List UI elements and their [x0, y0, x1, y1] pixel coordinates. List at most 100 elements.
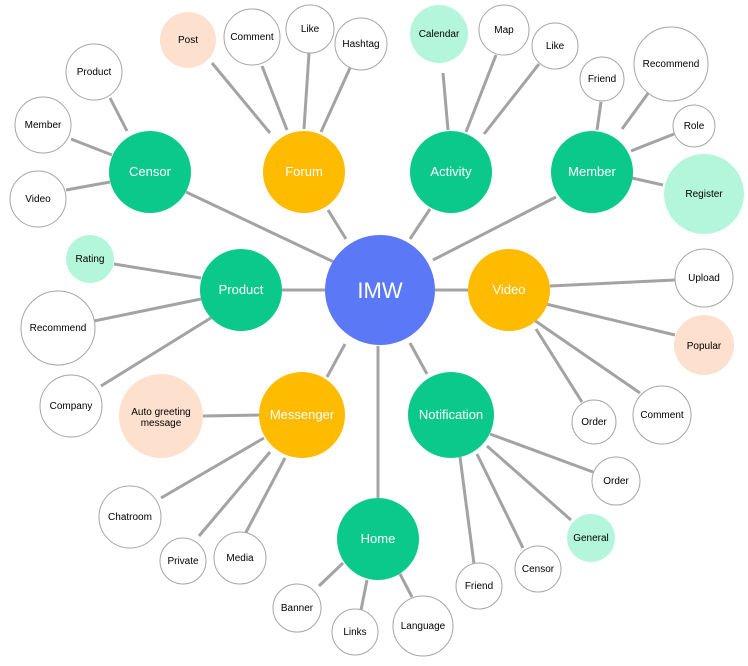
- category-label: Activity: [430, 164, 472, 179]
- leaf-circle: [14, 96, 72, 154]
- category-circle: [259, 372, 345, 458]
- leaf-node-home-links[interactable]: Links: [331, 608, 379, 656]
- edge-video-comment: [533, 318, 641, 395]
- category-circle: [410, 131, 492, 213]
- leaf-node-censor-video[interactable]: Video: [9, 170, 67, 228]
- leaf-label: Product: [77, 67, 112, 78]
- leaf-node-member-recommend[interactable]: Recommend: [633, 26, 709, 102]
- leaf-label: Like: [301, 24, 320, 35]
- leaf-circle: [571, 399, 617, 445]
- category-node-video[interactable]: Video: [468, 249, 550, 331]
- leaf-node-forum-comment[interactable]: Comment: [223, 8, 281, 66]
- category-circle: [408, 372, 494, 458]
- center-node[interactable]: IMW: [325, 235, 435, 345]
- leaf-node-messenger-chatroom[interactable]: Chatroom: [98, 485, 162, 549]
- leaf-node-forum-like[interactable]: Like: [285, 4, 335, 54]
- leaf-circle: [39, 374, 103, 438]
- leaf-node-notification-censor[interactable]: Censor: [514, 545, 562, 593]
- leaf-node-messenger-media[interactable]: Media: [213, 531, 267, 585]
- leaf-node-video-comment[interactable]: Comment: [632, 385, 692, 445]
- category-label: Censor: [129, 164, 172, 179]
- leaf-circle: [213, 531, 267, 585]
- leaf-label: Comment: [230, 32, 274, 43]
- leaf-circle: [567, 514, 615, 562]
- leaf-label: Order: [603, 476, 629, 487]
- leaf-circle: [119, 374, 203, 458]
- leaf-node-forum-post[interactable]: Post: [160, 12, 216, 68]
- leaf-node-notification-friend[interactable]: Friend: [455, 562, 503, 610]
- leaf-node-member-friend[interactable]: Friend: [579, 56, 625, 102]
- edge-messenger-private: [197, 451, 272, 537]
- leaf-node-notification-order[interactable]: Order: [591, 456, 641, 506]
- leaf-node-activity-map[interactable]: Map: [478, 4, 530, 56]
- category-node-member[interactable]: Member: [551, 131, 633, 213]
- leaf-node-notification-general[interactable]: General: [567, 514, 615, 562]
- edge-member-register: [631, 176, 664, 187]
- leaf-node-member-role[interactable]: Role: [672, 104, 716, 148]
- leaf-circle: [478, 4, 530, 56]
- leaf-circle: [632, 385, 692, 445]
- edge-forum-post: [210, 62, 272, 134]
- leaf-node-messenger-autogreeting[interactable]: Auto greeting message: [119, 374, 203, 458]
- leaf-node-member-register[interactable]: Register: [664, 154, 744, 234]
- leaf-node-video-upload[interactable]: Upload: [674, 248, 734, 308]
- category-label: Video: [492, 282, 525, 297]
- leaf-circle: [664, 154, 744, 234]
- leaf-label: Friend: [588, 74, 616, 85]
- edge-product-rating: [113, 262, 202, 280]
- leaf-node-censor-member[interactable]: Member: [14, 96, 72, 154]
- leaf-circle: [591, 456, 641, 506]
- edge-product-company: [100, 314, 215, 388]
- leaf-circle: [331, 608, 379, 656]
- leaf-node-home-banner[interactable]: Banner: [272, 583, 322, 633]
- edge-home-language: [398, 573, 414, 598]
- edge-censor-video: [65, 180, 111, 192]
- edge-home-banner: [317, 561, 345, 588]
- edge-activity-like: [482, 63, 541, 135]
- leaf-label: Banner: [281, 603, 314, 614]
- category-node-messenger[interactable]: Messenger: [259, 372, 345, 458]
- edge-home-links: [359, 579, 369, 611]
- leaf-label: Post: [178, 35, 198, 46]
- category-node-activity[interactable]: Activity: [410, 131, 492, 213]
- leaf-node-activity-calendar[interactable]: Calendar: [410, 5, 468, 63]
- leaf-label: Censor: [522, 564, 555, 575]
- leaf-node-censor-product[interactable]: Product: [65, 43, 123, 101]
- leaf-label: Popular: [687, 341, 722, 352]
- edge-messenger-autogreeting: [202, 413, 261, 418]
- leaf-node-product-rating[interactable]: Rating: [66, 235, 114, 283]
- leaf-label-line2: message: [141, 418, 182, 429]
- leaf-node-home-language[interactable]: Language: [392, 595, 454, 657]
- leaf-node-forum-hashtag[interactable]: Hashtag: [334, 17, 388, 71]
- leaf-label: Recommend: [30, 323, 87, 334]
- edge-censor-member: [70, 137, 113, 157]
- edge-forum-comment: [260, 65, 289, 131]
- leaf-circle: [672, 104, 716, 148]
- category-node-product[interactable]: Product: [200, 249, 282, 331]
- leaf-circle: [159, 537, 207, 585]
- leaf-node-messenger-private[interactable]: Private: [159, 537, 207, 585]
- leaf-node-product-company[interactable]: Company: [39, 374, 103, 438]
- leaf-label: Hashtag: [342, 39, 379, 50]
- leaf-circle: [455, 562, 503, 610]
- category-node-censor[interactable]: Censor: [109, 131, 191, 213]
- leaf-node-activity-like[interactable]: Like: [531, 22, 579, 70]
- category-node-notification[interactable]: Notification: [408, 372, 494, 458]
- category-label: Messenger: [270, 407, 335, 422]
- category-node-home[interactable]: Home: [337, 498, 419, 580]
- leaf-node-product-recommend[interactable]: Recommend: [20, 290, 96, 366]
- category-label: Product: [219, 282, 264, 297]
- leaf-label: Role: [684, 121, 705, 132]
- category-circle: [200, 249, 282, 331]
- leaf-circle: [223, 8, 281, 66]
- edge-video-popular: [545, 302, 676, 337]
- leaf-node-video-popular[interactable]: Popular: [674, 315, 734, 375]
- edges: [65, 52, 676, 611]
- leaf-label: Comment: [640, 410, 684, 421]
- edge-center-messenger: [325, 343, 347, 378]
- edge-center-forum: [326, 209, 348, 240]
- category-label: Forum: [285, 164, 323, 179]
- leaf-node-video-order[interactable]: Order: [571, 399, 617, 445]
- category-node-forum[interactable]: Forum: [263, 131, 345, 213]
- category-label: Home: [361, 531, 396, 546]
